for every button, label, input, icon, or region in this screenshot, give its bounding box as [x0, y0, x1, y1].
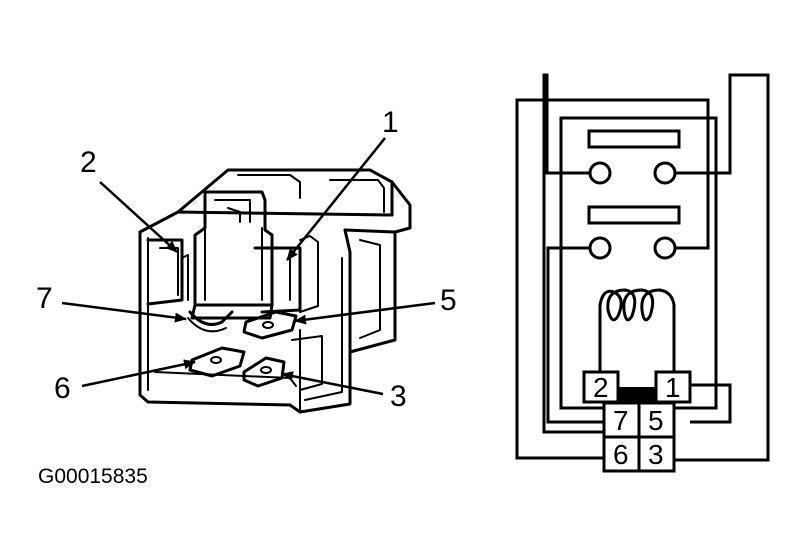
leader-5 [294, 301, 436, 325]
leader-7 [61, 301, 187, 323]
leader-2 [99, 181, 178, 253]
callout-1: 1 [382, 106, 399, 139]
pin-box-6 [602, 435, 641, 473]
relay-outline [559, 116, 718, 410]
pin-box-2 [582, 370, 620, 404]
pin-label-5: 5 [648, 405, 664, 436]
contact-upper-right [653, 161, 677, 185]
callout-3: 3 [390, 380, 407, 413]
contact-lower-left [588, 236, 612, 260]
figure-code: G00015835 [38, 465, 148, 488]
wire-terminal-7 [515, 98, 710, 460]
pin-label-6: 6 [613, 439, 629, 470]
switch-bar-upper [587, 129, 681, 149]
wire-terminal-6 [546, 246, 604, 424]
callout-6: 6 [54, 372, 71, 405]
pin-label-2: 2 [593, 372, 609, 403]
contact-lower-right [653, 236, 677, 260]
pin-box-5 [637, 401, 676, 439]
relay-coil [598, 288, 676, 370]
pin-label-1: 1 [665, 372, 681, 403]
switch-bar-lower [587, 205, 681, 225]
callout-2: 2 [80, 146, 97, 179]
contact-upper-left [588, 161, 612, 185]
pin-label-7: 7 [613, 405, 629, 436]
leader-3 [281, 371, 384, 396]
leader-1 [286, 137, 386, 261]
pin-label-3: 3 [648, 439, 664, 470]
leader-6 [81, 359, 196, 388]
callout-leaders [61, 137, 436, 396]
wire-terminal-1-return [690, 383, 732, 424]
callout-7: 7 [36, 282, 53, 315]
wire-terminal-3 [675, 73, 770, 462]
relay-schematic: 2 1 7 5 6 3 [515, 73, 770, 473]
pin-box-3 [637, 435, 676, 473]
callout-5: 5 [440, 284, 457, 317]
pin-bridge [617, 387, 657, 403]
relay-connector-illustration [138, 168, 412, 414]
